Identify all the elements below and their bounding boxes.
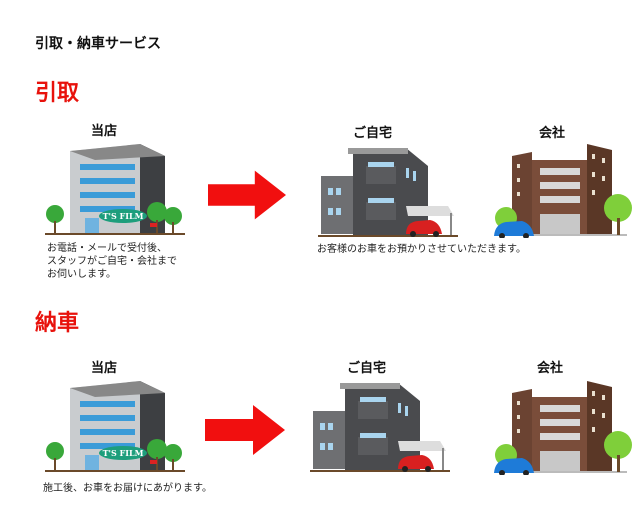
caption-line: スタッフがご自宅・会社まで [47,256,177,267]
store-building-illustration: T'S FILM [45,136,185,236]
store-sign-text: T'S FILM [103,448,144,458]
delivery-heading: 納車 [35,311,80,336]
home-label: ご自宅 [353,126,393,141]
home-illustration [310,373,450,473]
pickup-heading: 引取 [35,81,80,106]
office-illustration [492,375,632,475]
store-sign-text: T'S FILM [103,211,144,221]
arrow-right-icon [208,170,286,220]
office-label: 会社 [537,361,564,376]
pickup-dest-caption: お客様のお車をお預かりさせていただきます。 [317,244,526,255]
caption-line: お電話・メールで受付後、 [47,243,167,254]
page-title: 引取・納車サービス [35,36,161,52]
office-label: 会社 [539,126,566,141]
home-illustration [318,138,458,238]
store-label: 当店 [91,124,118,139]
delivery-store-caption: 施工後、お車をお届けにあがります。 [43,483,212,494]
store-label: 当店 [91,361,118,376]
pickup-store-caption: お電話・メールで受付後、 スタッフがご自宅・会社まで お伺いします。 [47,242,177,281]
arrow-right-icon [205,405,285,455]
home-label: ご自宅 [347,361,387,376]
store-building-illustration: T'S FILM [45,373,185,473]
caption-line: お伺いします。 [47,269,116,280]
office-illustration [492,138,632,238]
